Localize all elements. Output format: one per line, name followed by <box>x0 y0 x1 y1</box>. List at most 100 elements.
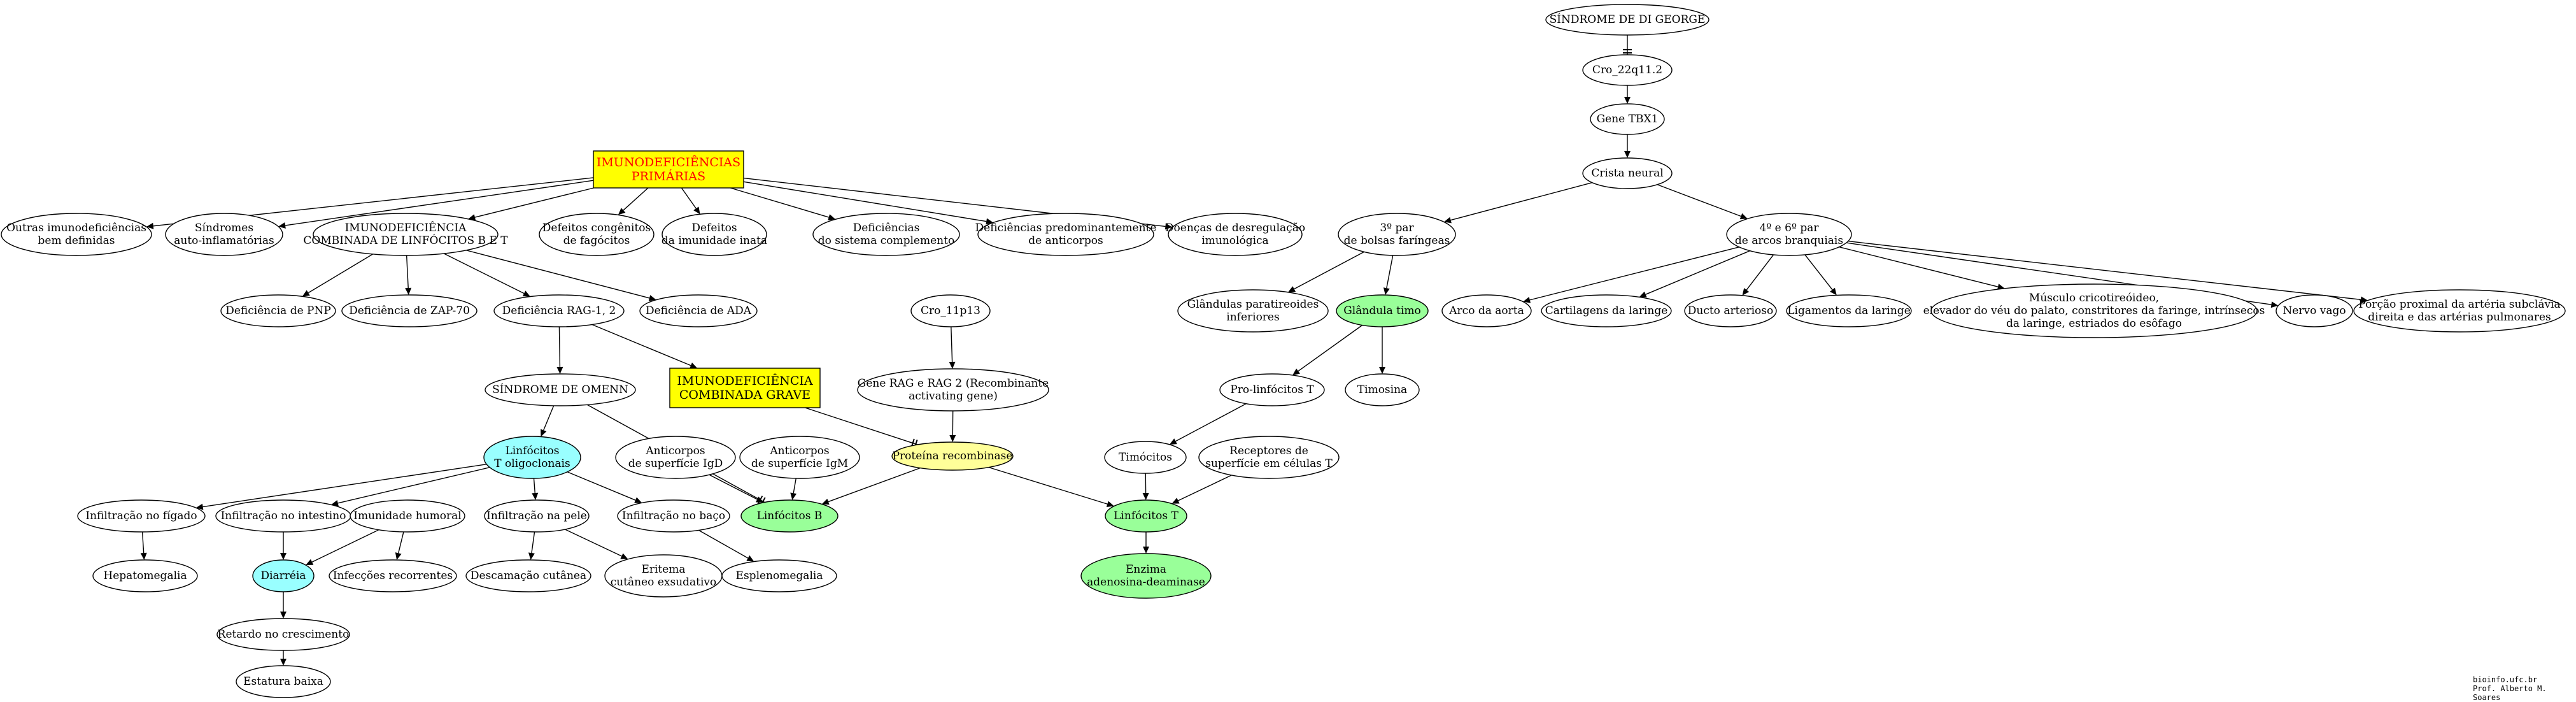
node-label: Infiltração no intestino <box>221 510 346 522</box>
node-label: Deficiência de ZAP-70 <box>349 304 470 317</box>
edge-par46-to-arco_aorta <box>1523 247 1739 303</box>
node-label: Retardo no crescimento <box>218 628 350 641</box>
node-label: PRIMÁRIAS <box>632 169 705 183</box>
edge-imun_humoral-to-infeccoes <box>395 532 404 560</box>
edge-anti_igd-to-linf_b <box>709 475 763 503</box>
node-label: Diarréia <box>260 569 306 582</box>
node-label: elevador do véu do palato, constritores … <box>1923 304 2265 317</box>
edge-diarreia-to-retardo <box>280 592 287 619</box>
node-digeorge: SÍNDROME DE DI GEORGE <box>1546 4 1709 35</box>
node-label: Deficiência de ADA <box>646 304 752 317</box>
node-linf-t: Linfócitos T <box>1105 500 1187 532</box>
node-label: 3º par <box>1380 222 1414 234</box>
edge-imun_humoral-to-diarreia <box>306 530 379 565</box>
node-label: Glândulas paratireoides <box>1187 298 1319 311</box>
node-proteina: Proteína recombinase <box>892 442 1013 470</box>
arrowhead-icon <box>790 492 796 500</box>
node-label: Outras imunodeficiências <box>6 222 146 234</box>
edge-gene_rag-to-proteina <box>949 411 956 442</box>
edge-inf_pele-to-eritema <box>565 529 628 559</box>
node-label: inferiores <box>1226 311 1279 324</box>
edge-pro_linf-to-timocitos <box>1170 404 1246 445</box>
node-label: Ducto arterioso <box>1688 304 1773 317</box>
node-timosina: Timosina <box>1345 374 1419 406</box>
node-label: de arcos branquiais <box>1735 234 1843 247</box>
node-arterias: Porção proximal da artéria subcláviadire… <box>2354 290 2565 332</box>
node-label: Anticorpos <box>769 445 829 457</box>
arrowhead-icon <box>746 555 754 562</box>
node-musculo: Músculo cricotireóideo,elevador do véu d… <box>1923 284 2265 338</box>
edge-tbx1-to-crista <box>1624 134 1631 158</box>
node-linf-b: Linfócitos B <box>741 500 838 532</box>
node-label: IMUNODEFICIÊNCIAS <box>597 155 740 169</box>
node-label: Glândula timo <box>1343 304 1421 317</box>
edge-inf_intestino-to-diarreia <box>280 532 287 560</box>
arrowhead-icon <box>693 206 700 214</box>
node-label: Crista neural <box>1591 167 1663 180</box>
node-timo: Glândula timo <box>1336 295 1428 327</box>
edge-proteina-to-linf_t <box>989 468 1114 507</box>
edge-omenn-to-linf_olig <box>541 406 554 437</box>
node-label: Esplenomegalia <box>736 569 823 582</box>
node-inf-pele: Infiltração na pele <box>485 500 589 532</box>
node-estatura: Estatura baixa <box>236 666 330 698</box>
node-label: Arco da aorta <box>1448 304 1524 317</box>
arrowhead-icon <box>280 553 287 560</box>
edge-digeorge-to-cro22 <box>1623 35 1632 55</box>
node-gene-rag: Gene RAG e RAG 2 (Recombinanteactivating… <box>858 369 1049 411</box>
node-label: Proteína recombinase <box>893 450 1013 462</box>
arrowhead-icon <box>822 499 830 505</box>
node-inf-baco: Infiltração no baço <box>618 500 730 532</box>
edge-cro11-to-gene_rag <box>949 327 956 369</box>
edge-linf_t-to-enzima <box>1143 532 1149 554</box>
node-label: IMUNODEFICIÊNCIA <box>677 373 813 388</box>
node-label: Infiltração no baço <box>622 510 725 522</box>
edge-crista-to-par46 <box>1657 185 1748 219</box>
edge-linf_olig-to-inf_baco <box>567 472 642 503</box>
node-label: Cro_11p13 <box>921 304 980 317</box>
edge-inf_baco-to-esplenomegalia <box>698 530 754 561</box>
edge-imuno_combinada-to-def_pnp <box>302 254 373 296</box>
node-label: direita e das artérias pulmonares <box>2368 311 2551 324</box>
node-omenn: SÍNDROME DE OMENN <box>485 374 635 406</box>
arrowhead-icon <box>395 552 402 560</box>
node-label: adenosina-deaminase <box>1087 576 1205 589</box>
node-def-ada: Deficiência de ADA <box>640 295 757 327</box>
node-label: Imunidade humoral <box>353 510 462 522</box>
arrowhead-icon <box>1743 288 1750 296</box>
node-tbx1: Gene TBX1 <box>1590 104 1664 134</box>
node-label: de bolsas faríngeas <box>1344 234 1450 247</box>
edge-par46-to-ligamentos <box>1805 255 1837 296</box>
node-label: da imunidade inata <box>662 234 767 247</box>
node-infeccoes: Infecções recorrentes <box>329 560 456 592</box>
edge-receptores-to-linf_t <box>1172 475 1232 504</box>
node-label: Cartilagens da laringe <box>1545 304 1668 317</box>
node-label: SÍNDROME DE DI GEORGE <box>1550 13 1706 26</box>
arrowhead-icon <box>1624 151 1631 158</box>
node-label: de anticorpos <box>1028 234 1103 247</box>
edge-crista-to-par3 <box>1444 183 1592 224</box>
node-cartilagens: Cartilagens da laringe <box>1541 295 1671 327</box>
footer-site: bioinfo.ufc.br <box>2473 675 2576 684</box>
node-label: Deficiências predominantemente <box>975 222 1157 234</box>
arrowhead-icon <box>405 288 411 295</box>
node-label: de superfície IgM <box>751 457 848 470</box>
node-label: Pro-linfócitos T <box>1230 383 1314 396</box>
node-label: Linfócitos B <box>757 510 823 522</box>
node-label: IMUNODEFICIÊNCIA <box>345 221 467 234</box>
arrowhead-icon <box>302 290 310 296</box>
edge-linf_olig-to-inf_pele <box>532 478 538 500</box>
arrowhead-icon <box>1384 287 1390 295</box>
node-label: Timócitos <box>1119 451 1172 464</box>
edge-par3-to-timo <box>1384 255 1393 295</box>
node-ligamentos: Ligamentos da laringe <box>1787 295 1911 327</box>
